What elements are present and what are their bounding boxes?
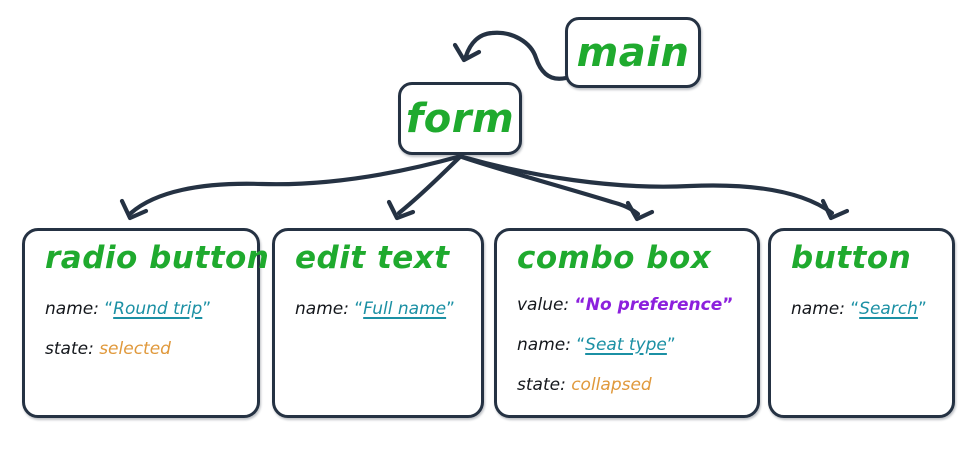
edge-form-to-combo-box	[459, 154, 641, 217]
edge-form-to-edit-text	[396, 153, 464, 216]
node-edit-text[interactable]: edit text name: “Full name”	[272, 228, 484, 418]
row-key: name:	[45, 299, 99, 319]
quote-close: ”	[917, 299, 927, 319]
quote-close: ”	[666, 335, 676, 355]
node-combo-box-row-state: state: collapsed	[517, 377, 652, 394]
edge-main-to-form-arrowhead	[452, 42, 482, 63]
node-main[interactable]: main	[565, 17, 701, 88]
quote-open: “	[104, 299, 114, 319]
row-key: state:	[517, 375, 566, 395]
node-edit-text-title: edit text	[295, 240, 450, 276]
row-key: state:	[45, 339, 94, 359]
node-combo-box-title: combo box	[517, 240, 712, 276]
node-radio-button-row-state: state: selected	[45, 341, 171, 358]
edge-form-to-button-arrowhead	[820, 198, 850, 221]
quote-close: ”	[202, 299, 212, 319]
edge-main-to-form	[463, 30, 569, 81]
node-combo-box-row-name: name: “Seat type”	[517, 337, 676, 354]
node-combo-box[interactable]: combo box value: “No preference” name: “…	[494, 228, 760, 418]
quote-close: ”	[722, 295, 734, 315]
row-value: Round trip	[113, 299, 203, 319]
node-form-title: form	[405, 95, 515, 142]
row-value: Full name	[363, 299, 447, 319]
node-radio-button[interactable]: radio button name: “Round trip” state: s…	[22, 228, 269, 418]
row-value: collapsed	[571, 375, 652, 395]
node-button[interactable]: button name: “Search”	[768, 228, 955, 418]
edge-form-to-radio-button	[128, 153, 464, 216]
node-radio-button-row-name: name: “Round trip”	[45, 301, 211, 318]
row-key: value:	[517, 295, 570, 315]
row-value: No preference	[585, 295, 723, 315]
quote-open: “	[354, 299, 364, 319]
quote-close: ”	[446, 299, 455, 319]
quote-open: “	[576, 335, 586, 355]
edge-form-to-radio-button-arrowhead	[119, 198, 149, 221]
node-button-title: button	[791, 240, 912, 276]
row-value: selected	[99, 339, 171, 359]
row-key: name:	[517, 335, 571, 355]
edge-form-to-edit-text-arrowhead	[386, 199, 416, 221]
quote-open: “	[574, 295, 586, 315]
node-main-title: main	[576, 29, 690, 76]
node-combo-box-row-value: value: “No preference”	[517, 297, 733, 314]
quote-open: “	[850, 299, 860, 319]
row-value: Search	[859, 299, 918, 319]
edge-form-to-button	[460, 154, 835, 216]
row-key: name:	[791, 299, 845, 319]
node-edit-text-row-name: name: “Full name”	[295, 301, 455, 318]
node-form[interactable]: form	[398, 82, 522, 155]
node-radio-button-title: radio button	[45, 240, 270, 276]
row-key: name:	[295, 299, 349, 319]
edge-form-to-combo-box-arrowhead	[625, 200, 655, 222]
row-value: Seat type	[585, 335, 667, 355]
node-button-row-name: name: “Search”	[791, 301, 927, 318]
